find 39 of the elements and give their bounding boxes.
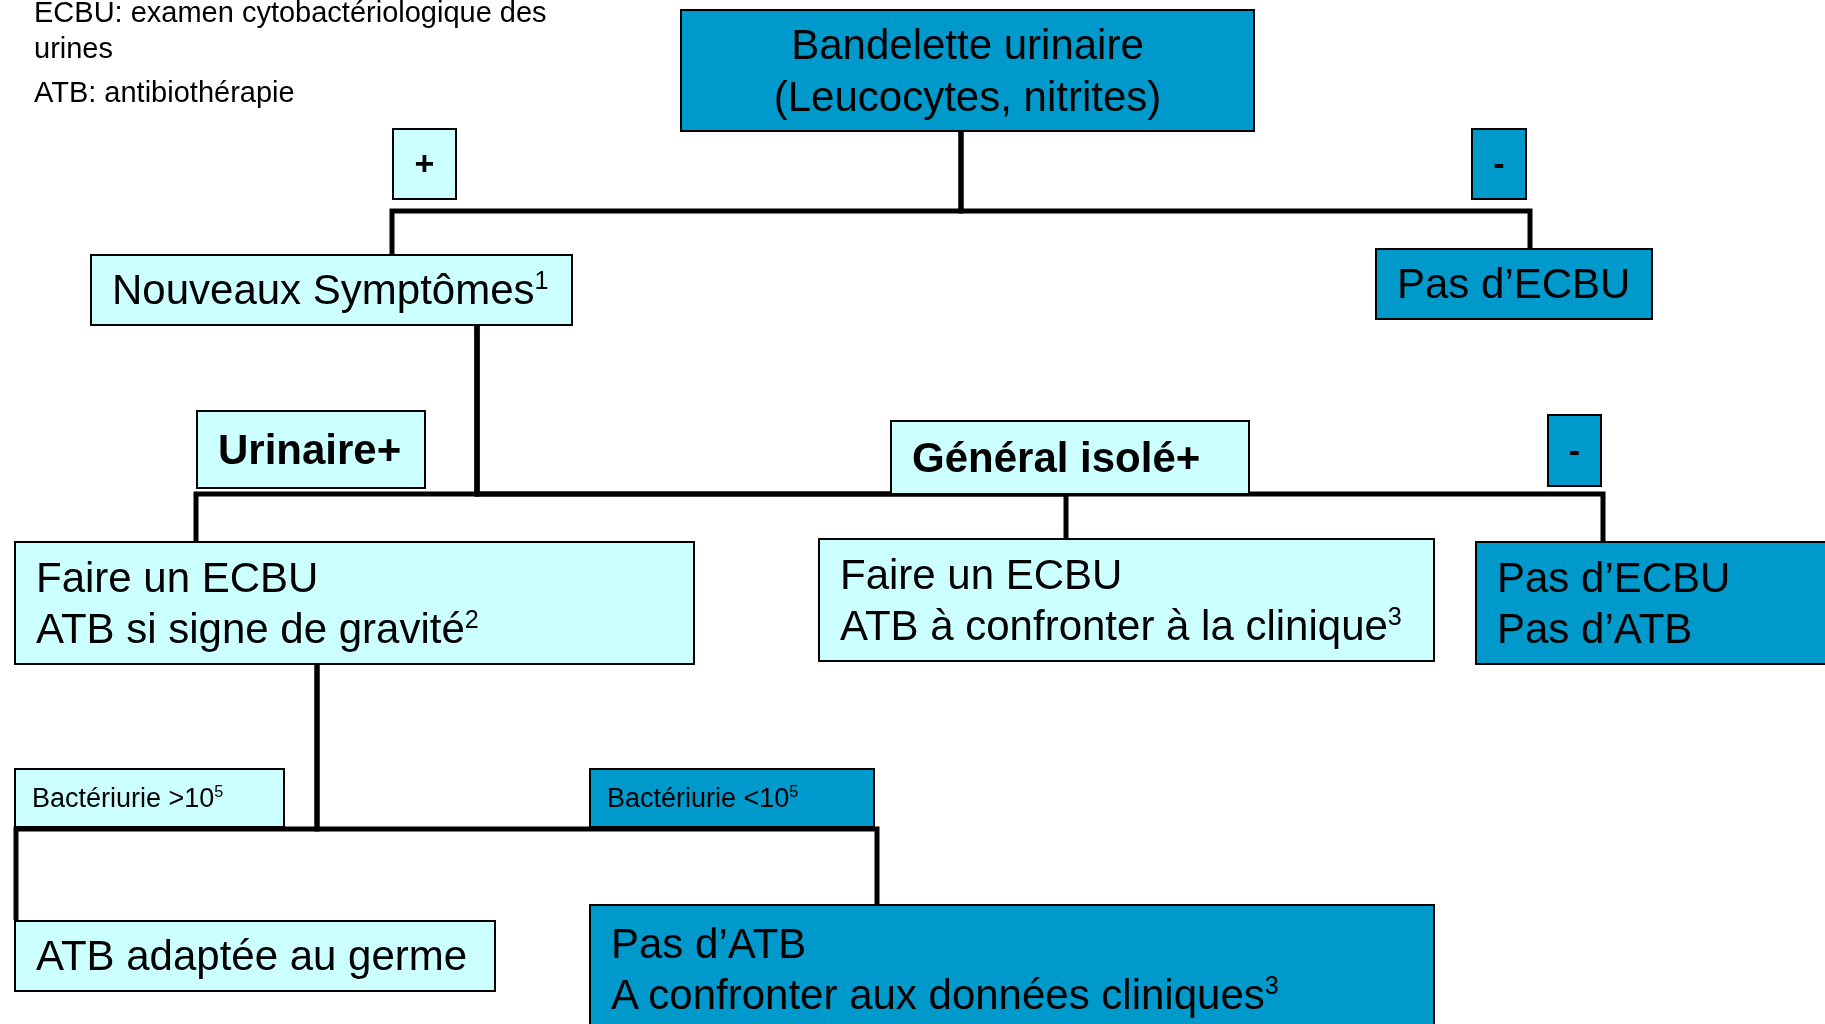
connector-line [474,326,1606,541]
box-text: Pas d’ATB [611,918,807,969]
connector-line [958,132,1533,248]
box-text: Pas d’ATB [1497,604,1693,654]
flow-box [890,420,1250,495]
box-text: Faire un ECBU [36,552,319,603]
flow-box [14,920,496,992]
box-text: Pas d’ECBU [1397,259,1631,310]
box-text: Bactériurie >10$^{5}$ [32,781,224,815]
box-text: A confronter aux données cliniques$^{3}$ [611,970,1279,1020]
flow-box [818,538,1435,662]
flow-box [90,254,573,326]
box-text: Général isolé+ [912,432,1201,483]
box-text: Faire un ECBU [840,549,1123,600]
box-text: ATB à confronter à la clinique$^{3}$ [840,601,1402,651]
flow-box [1471,128,1527,200]
flow-box [589,768,875,828]
box-text: + [414,143,435,185]
flow-box [1375,248,1653,320]
flow-box [589,904,1435,1024]
note-text: ATB: antibiothérapie [34,75,296,110]
box-text: - [1493,143,1505,185]
box-text: Nouveaux Symptômes$^{1}$ [112,265,549,316]
box-text: Bandelette urinaire (Leucocytes, nitrites) [772,20,1163,122]
box-text: Bactériurie <10$^{5}$ [607,781,799,815]
flow-box [680,9,1255,132]
box-text: Pas d’ECBU [1497,552,1731,603]
flow-box [1547,414,1602,487]
box-text: ATB adaptée au germe [36,931,468,982]
box-text: ATB si signe de gravité$^{2}$ [36,604,479,654]
flow-box [14,541,695,665]
flow-box [14,768,285,828]
box-text: Urinaire+ [218,424,402,475]
flow-box [196,410,426,489]
connector-line [314,665,880,904]
box-text: - [1568,429,1581,471]
flow-box [1475,541,1825,665]
note-text: ECBU: examen cytobactériologique des urines [34,0,548,67]
flow-box [392,128,457,200]
